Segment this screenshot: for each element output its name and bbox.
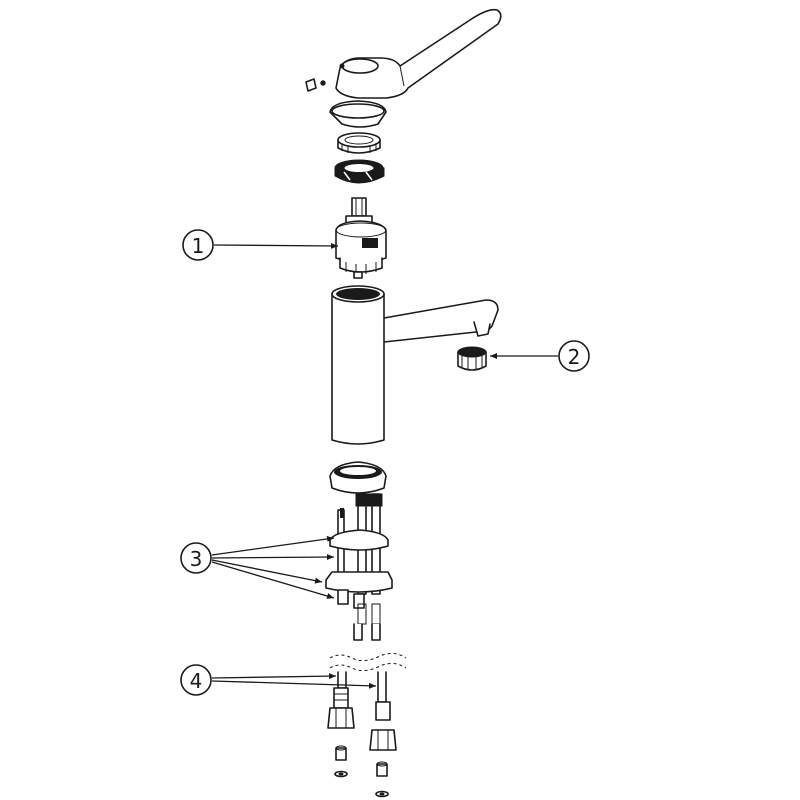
callout-2-label: 2: [568, 345, 581, 369]
callout-1-leader: [213, 242, 339, 249]
callout-1-label: 1: [192, 234, 205, 258]
callout-3-leader-c: [211, 559, 323, 584]
callout-3-leader-d: [211, 561, 335, 599]
callout-4: 4: [180, 664, 377, 696]
supply-hoses: [327, 623, 407, 751]
callout-3-leader-a: [211, 535, 335, 556]
cartridge: [335, 197, 387, 279]
callout-1: 1: [182, 229, 339, 261]
cover-cap: [329, 100, 387, 128]
threaded-ring: [337, 132, 381, 154]
callout-2-circle: [558, 340, 590, 372]
callout-3-circle: [180, 542, 212, 574]
callout-4-leader-b: [211, 680, 377, 689]
aerator: [457, 346, 487, 371]
small-fittings: [334, 745, 389, 798]
callout-3-label: 3: [190, 547, 203, 571]
callout-2: 2: [490, 340, 590, 372]
callout-4-circle: [180, 664, 212, 696]
mounting-base: [325, 461, 393, 625]
callout-4-label: 4: [190, 669, 203, 693]
callout-3: 3: [180, 535, 335, 599]
callout-1-circle: [182, 229, 214, 261]
callout-4-leader-a: [211, 673, 337, 680]
callout-3-leader-b: [211, 554, 335, 561]
faucet-body: [331, 285, 499, 445]
lever-handle: [305, 8, 502, 99]
locking-nut: [334, 159, 385, 184]
